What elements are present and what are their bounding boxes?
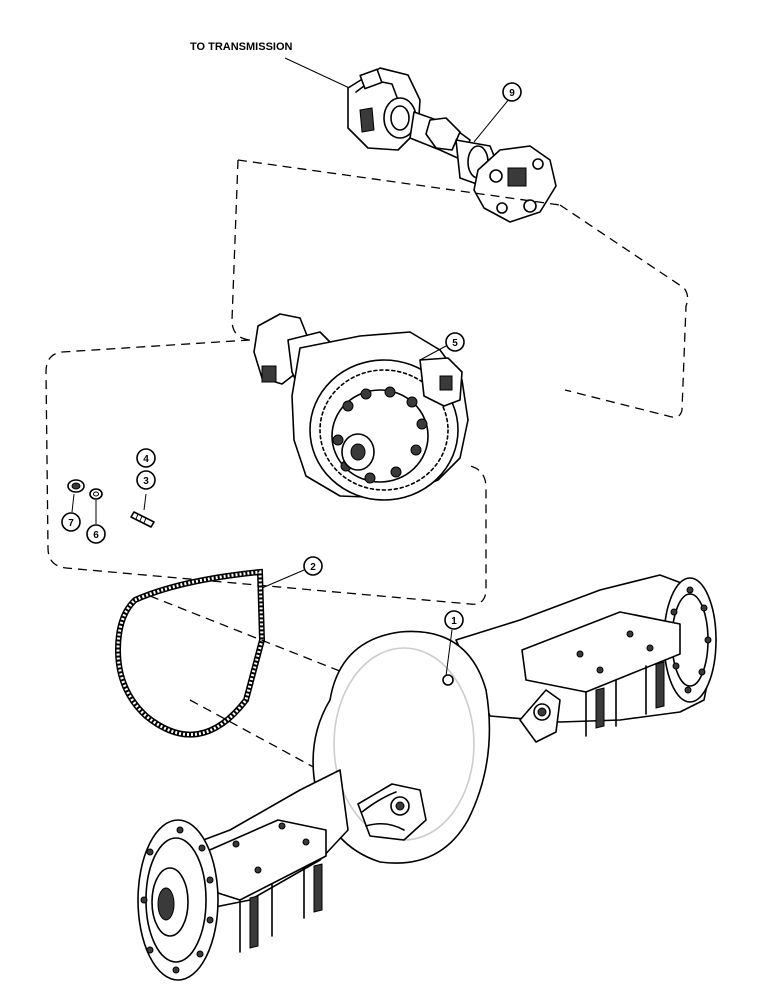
callout-6: 6: [93, 530, 99, 541]
stud-3: [130, 511, 155, 528]
lower-dashed-boundary: [45, 339, 487, 605]
callout-4: 4: [143, 454, 149, 465]
axle-housing: [137, 574, 717, 981]
washer-6: [89, 488, 103, 500]
callout-7: 7: [68, 518, 74, 529]
nut-7: [67, 479, 85, 493]
callout-7-circle: [61, 512, 81, 532]
differential-carrier: [253, 313, 469, 501]
callout-3-leader: [143, 493, 147, 511]
callout-5-leader: [419, 345, 447, 361]
callout-9: 9: [509, 88, 515, 99]
callout-2-circle: [303, 556, 323, 576]
callout-1-circle: [444, 610, 464, 630]
to-transmission-leader: [284, 57, 359, 93]
drive-shaft-assembly: [347, 67, 557, 223]
callout-5: 5: [452, 338, 458, 349]
callout-6-circle: [86, 524, 106, 544]
upper-dashed-boundary: [231, 159, 689, 418]
callout-5-circle: [445, 332, 465, 352]
callout-3: 3: [143, 476, 149, 487]
to-transmission-label: TO TRANSMISSION: [190, 41, 293, 53]
callout-7-leader: [71, 493, 75, 513]
callout-2: 2: [310, 562, 316, 573]
alignment-line-lower: [189, 699, 331, 777]
callout-1-leader: [445, 629, 453, 677]
callout-4-circle: [136, 448, 156, 468]
callout-1: 1: [451, 616, 457, 627]
callout-2-leader: [261, 569, 305, 589]
callout-9-circle: [502, 82, 522, 102]
callout-9-leader: [473, 97, 511, 143]
gasket: [114, 568, 266, 738]
callout-3-circle: [136, 470, 156, 490]
